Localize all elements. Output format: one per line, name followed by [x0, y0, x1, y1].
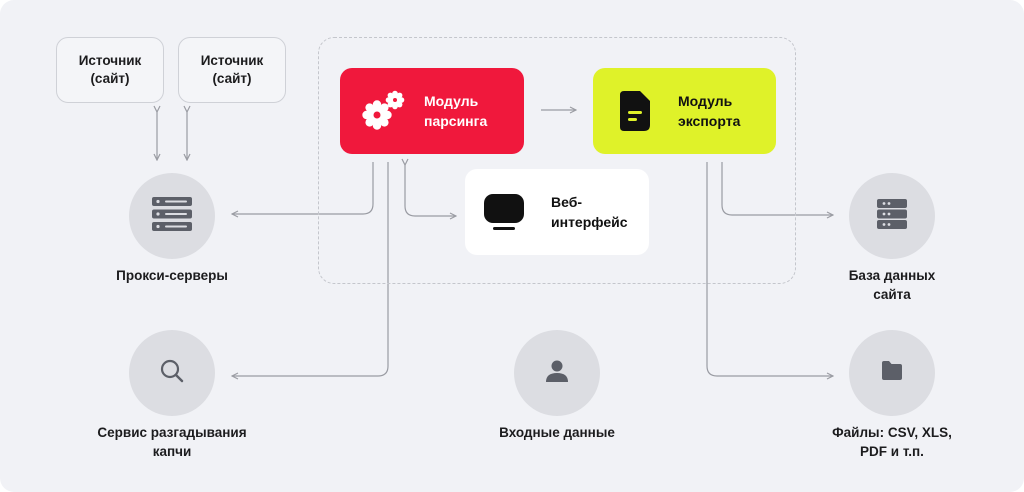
document-icon — [618, 89, 654, 133]
server-icon — [152, 196, 192, 236]
core-modules-group — [318, 37, 796, 284]
database-caption: База данных сайта — [848, 268, 936, 302]
database-icon — [877, 198, 907, 234]
parsing-web-arrow — [405, 165, 456, 216]
captcha-caption: Сервис разгадывания капчи — [97, 425, 247, 459]
parsing-module-label: Модуль парсинга — [424, 93, 488, 129]
monitor-icon — [483, 191, 525, 233]
proxy-caption: Прокси-серверы — [116, 268, 228, 283]
folder-icon — [880, 360, 904, 387]
source-site-2: Источник (сайт) — [178, 37, 286, 103]
files-caption: Файлы: CSV, XLS, PDF и т.п. — [832, 425, 952, 459]
export-module-label: Модуль экспорта — [678, 93, 741, 129]
parsing-proxy-arrow — [232, 162, 374, 214]
source-site-1: Источник (сайт) — [56, 37, 164, 103]
parsing-captcha-arrow — [232, 162, 389, 376]
database-node — [849, 173, 935, 259]
search-icon — [159, 358, 185, 389]
input-data-node — [514, 330, 600, 416]
export-files-arrow — [706, 162, 833, 376]
input-data-caption: Входные данные — [499, 425, 615, 440]
web-interface-module: Веб- интерфейс — [465, 169, 649, 255]
parsing-module: Модуль парсинга — [340, 68, 524, 154]
proxy-node — [129, 173, 215, 259]
gears-icon — [360, 88, 406, 134]
web-interface-label: Веб- интерфейс — [551, 194, 628, 230]
export-module: Модуль экспорта — [593, 68, 776, 154]
captcha-node — [129, 330, 215, 416]
user-icon — [544, 358, 570, 389]
export-database-arrow — [721, 162, 833, 215]
files-node — [849, 330, 935, 416]
